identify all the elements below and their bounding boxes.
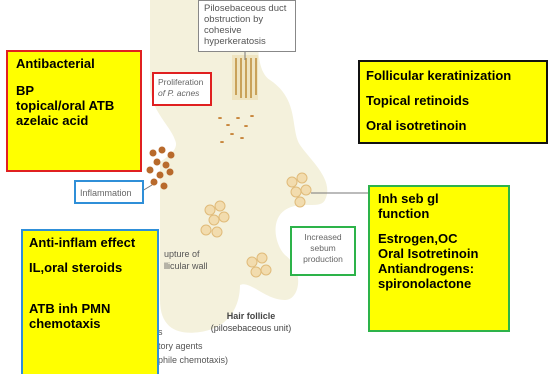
anti-inflam-line: chemotaxis: [29, 316, 151, 331]
bottom-fragment: s tory agents phile chemotaxis): [158, 325, 228, 367]
duct-obstruction-line: obstruction by cohesive: [204, 14, 290, 36]
hair-follicle-title: Hair follicle: [206, 310, 296, 322]
increased-sebum-label: Increased sebum production: [290, 226, 356, 276]
sebum-line: spironolactone: [378, 276, 500, 291]
duct-obstruction-label: Pilosebaceous duct obstruction by cohesi…: [198, 0, 296, 52]
anti-inflam-title: Anti-inflam effect: [29, 235, 151, 250]
keratinization-line: Oral isotretinoin: [366, 118, 540, 133]
rupture-fragment-line: upture of: [164, 248, 208, 260]
proliferation-label: Proliferation of P. acnes: [152, 72, 212, 106]
sebum-box: Inh seb gl function Estrogen,OC Oral Iso…: [368, 185, 510, 332]
increased-sebum-line: production: [297, 254, 349, 265]
keratinization-line: Topical retinoids: [366, 93, 540, 108]
sebum-line: Estrogen,OC: [378, 231, 500, 246]
proliferation-line: of P. acnes: [158, 88, 206, 99]
bottom-fragment-line: s: [158, 325, 228, 339]
anti-inflam-box: Anti-inflam effect IL,oral steroids ATB …: [21, 229, 159, 374]
sebum-title: Inh seb gl: [378, 191, 500, 206]
anti-inflam-line: IL,oral steroids: [29, 260, 151, 275]
antibacterial-title: Antibacterial: [16, 56, 132, 71]
increased-sebum-line: sebum: [297, 243, 349, 254]
inflammation-label: Inflammation: [74, 180, 144, 204]
rupture-fragment: upture of llicular wall: [164, 248, 208, 272]
duct-obstruction-line: Pilosebaceous duct: [204, 3, 290, 14]
antibacterial-box: Antibacterial BP topical/oral ATB azelai…: [6, 50, 142, 172]
bottom-fragment-line: tory agents: [158, 339, 228, 353]
duct-obstruction-line: hyperkeratosis: [204, 36, 290, 47]
antibacterial-line: topical/oral ATB: [16, 98, 132, 113]
antibacterial-line: azelaic acid: [16, 113, 132, 128]
increased-sebum-line: Increased: [297, 232, 349, 243]
rupture-fragment-line: llicular wall: [164, 260, 208, 272]
proliferation-line: Proliferation: [158, 77, 206, 88]
sebum-line: Antiandrogens:: [378, 261, 500, 276]
inflammation-text: Inflammation: [80, 188, 132, 198]
bottom-fragment-line: phile chemotaxis): [158, 353, 228, 367]
sebum-title-cont: function: [378, 206, 500, 221]
keratinization-title: Follicular keratinization: [366, 68, 540, 83]
antibacterial-line: BP: [16, 83, 132, 98]
keratinization-box: Follicular keratinization Topical retino…: [358, 60, 548, 144]
anti-inflam-line: ATB inh PMN: [29, 301, 151, 316]
sebum-line: Oral Isotretinoin: [378, 246, 500, 261]
